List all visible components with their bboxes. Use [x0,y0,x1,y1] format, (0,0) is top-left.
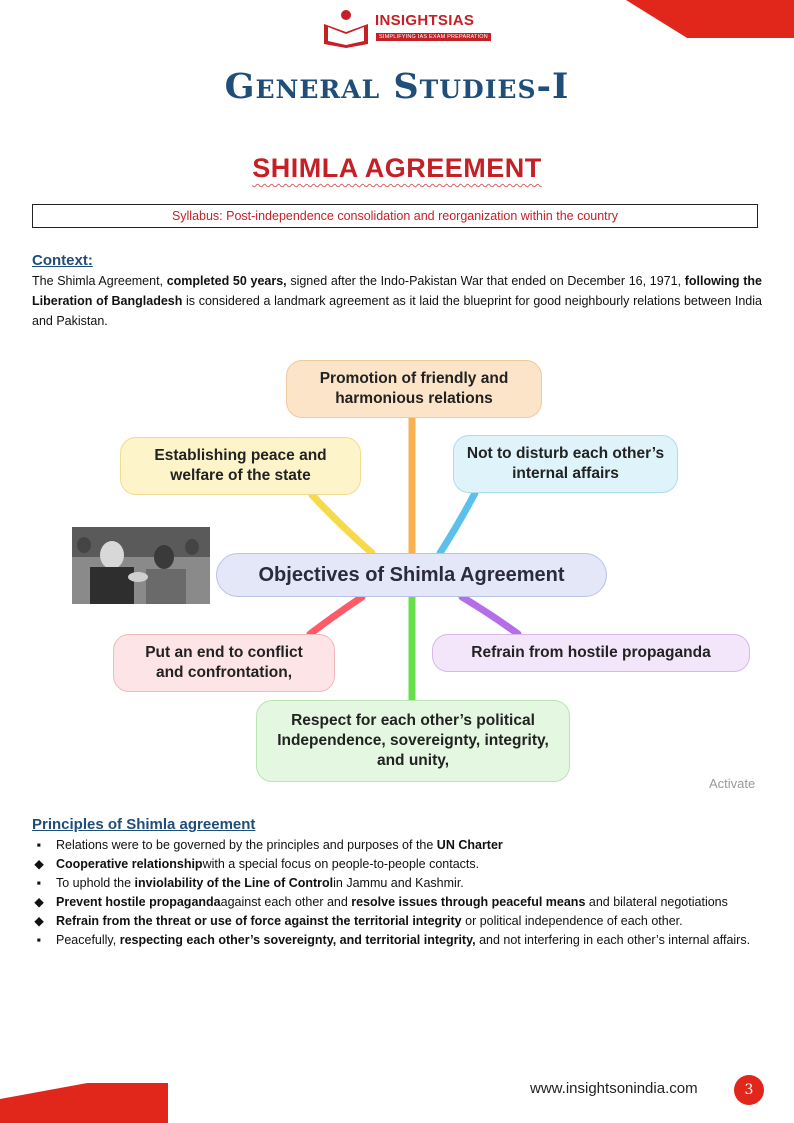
bullet-icon: ◆ [34,914,44,928]
principle-item: ▪ Peacefully, respecting each other’s sov… [32,931,762,950]
leaders-handshake-photo [72,527,210,604]
principle-text: resolve issues through peaceful means [351,895,586,909]
principle-text: inviolability of the Line of Control [134,876,334,890]
principle-text: against each other and [220,895,352,909]
principle-text: To uphold the [56,876,135,890]
principle-text: or political independence of each other. [461,914,683,928]
principle-text: in Jammu and Kashmir. [333,876,464,890]
principle-item: ▪ Relations were to be governed by the pr… [32,836,762,855]
insightsias-logo-icon [324,10,368,48]
principle-text: UN Charter [436,838,503,852]
principle-text: Prevent hostile propaganda [56,895,221,909]
principle-text: respecting each other’s sovereignty, and… [119,933,476,947]
principle-text: Relations were to be governed by the pri… [56,838,437,852]
mindmap-node-internal-affairs: Not to disturb each other’s internal aff… [453,435,678,493]
principles-heading: Principles of Shimla agreement [32,816,256,833]
principle-item: ◆ Cooperative relationshipwith a special … [32,855,762,874]
topic-title: SHIMLA AGREEMENT [252,153,542,183]
syllabus-box: Syllabus: Post-independence consolidatio… [32,204,758,228]
context-paragraph: The Shimla Agreement, completed 50 years… [32,274,762,328]
bullet-icon: ◆ [34,895,44,909]
principle-item: ▪ To uphold the inviolability of the Line… [32,874,762,893]
bullet-icon: ▪ [36,876,42,890]
principle-text: and not interfering in each other’s inte… [475,933,751,947]
mindmap-node-hostile-propaganda: Refrain from hostile propaganda [432,634,750,672]
watermark-text: Activate [709,776,756,791]
bullet-icon: ◆ [34,857,44,871]
mindmap-center-objectives: Objectives of Shimla Agreement [216,553,607,597]
footer-website: www.insightsonindia.com [530,1080,698,1097]
mindmap-node-end-conflict: Put an end to conflict and confrontation… [113,634,335,692]
principle-text: Peacefully, [56,933,120,947]
principle-text: and bilateral negotiations [585,895,728,909]
principles-list: ▪ Relations were to be governed by the pr… [32,836,762,950]
mindmap-node-friendly-relations: Promotion of friendly and harmonious rel… [286,360,542,418]
bullet-icon: ▪ [36,933,42,947]
principle-text: with a special focus on people-to-people… [202,857,480,871]
bullet-icon: ▪ [36,838,42,852]
mindmap-node-peace-welfare: Establishing peace and welfare of the st… [120,437,361,495]
principle-item: ◆ Refrain from the threat or use of force… [32,912,762,931]
principle-text: Refrain from the threat or use of force … [56,914,462,928]
principle-item: ◆ Prevent hostile propagandaagainst each … [32,893,762,912]
brand-tagline: SIMPLIFYING IAS EXAM PREPARATION [376,33,491,41]
context-heading: Context: [32,252,93,269]
principle-text: Cooperative relationship [56,857,203,871]
page-number-badge: 3 [734,1075,764,1105]
mindmap-node-respect-independence: Respect for each other’s political Indep… [256,700,570,782]
brand-name: INSIGHTSIAS [375,12,475,29]
page-title: General Studies-I [224,66,570,107]
